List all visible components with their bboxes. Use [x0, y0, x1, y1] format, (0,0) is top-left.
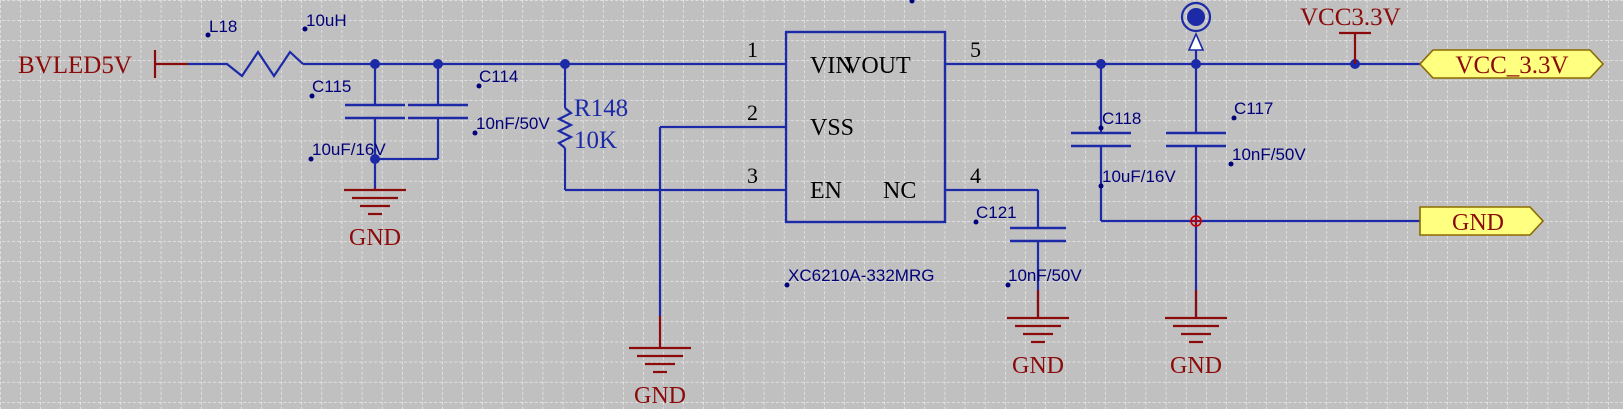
- input-power-port: BVLED5V: [18, 50, 188, 79]
- c115-ref: C115: [312, 77, 351, 96]
- pin-2-number: 2: [747, 100, 758, 125]
- test-point-probe: [1180, 1, 1212, 51]
- ground-symbol-vss: GND: [629, 316, 691, 409]
- c114-value: 10nF/50V: [476, 114, 550, 133]
- ground-label: GND: [1170, 353, 1222, 379]
- pin-vout-label: VOUT: [844, 53, 911, 79]
- inductor-ref: L18: [209, 17, 237, 36]
- regulator-ic: 1 2 3 4 5 VIN VSS EN NC VOUT XC6210A-332…: [747, 0, 981, 288]
- capacitor-c121: C121 10nF/50V: [973, 203, 1082, 288]
- pin-4-number: 4: [970, 163, 981, 188]
- ground-symbol-c121: GND: [1007, 290, 1069, 379]
- pin-5-number: 5: [970, 37, 981, 62]
- ic-body: [784, 30, 947, 224]
- capacitor-c115: C115 10uF/16V: [308, 77, 405, 162]
- r148-ref: R148: [574, 95, 628, 122]
- c117-value: 10nF/50V: [1232, 145, 1306, 164]
- vcc-power-port: VCC3.3V: [1300, 4, 1401, 64]
- junctions: [370, 59, 1360, 227]
- c121-value: 10nF/50V: [1008, 266, 1082, 285]
- vcc-power-label: VCC3.3V: [1300, 4, 1401, 31]
- output-port-gnd: GND: [1419, 206, 1545, 236]
- c118-ref: C118: [1102, 109, 1141, 128]
- c115-value: 10uF/16V: [312, 140, 386, 159]
- c114-ref: C114: [479, 67, 518, 86]
- pin-en-label: EN: [810, 178, 842, 204]
- ground-label: GND: [1012, 353, 1064, 379]
- pin-1-number: 1: [747, 37, 758, 62]
- pin-vss-label: VSS: [810, 115, 854, 141]
- c118-value: 10uF/16V: [1102, 167, 1176, 186]
- regulator-part-number: XC6210A-332MRG: [788, 266, 934, 285]
- pin-vin-label: VIN: [810, 53, 853, 79]
- gnd-port-label: GND: [1452, 210, 1504, 236]
- resistor-r148: R148 10K: [556, 95, 628, 154]
- pin-3-number: 3: [747, 163, 758, 188]
- c121-ref: C121: [976, 203, 1017, 222]
- capacitor-c114: C114 10nF/50V: [408, 67, 550, 136]
- capacitor-c118: C118 10uF/16V: [1071, 109, 1176, 189]
- ground-symbol-output: GND: [1165, 290, 1227, 379]
- inductor-l18: L18 10uH: [205, 11, 347, 78]
- ground-label: GND: [349, 225, 401, 251]
- wires: [188, 50, 1420, 318]
- capacitor-c117: C117 10nF/50V: [1166, 99, 1306, 167]
- c117-ref: C117: [1234, 99, 1273, 118]
- output-port-vcc: VCC_3.3V: [1418, 49, 1605, 79]
- r148-value: 10K: [574, 127, 617, 154]
- ground-label: GND: [634, 383, 686, 409]
- inductor-value: 10uH: [306, 11, 347, 30]
- ground-symbol-input: GND: [344, 188, 406, 251]
- input-net-label: BVLED5V: [18, 52, 132, 79]
- vcc-port-label: VCC_3.3V: [1455, 52, 1568, 79]
- pin-nc-label: NC: [883, 178, 916, 204]
